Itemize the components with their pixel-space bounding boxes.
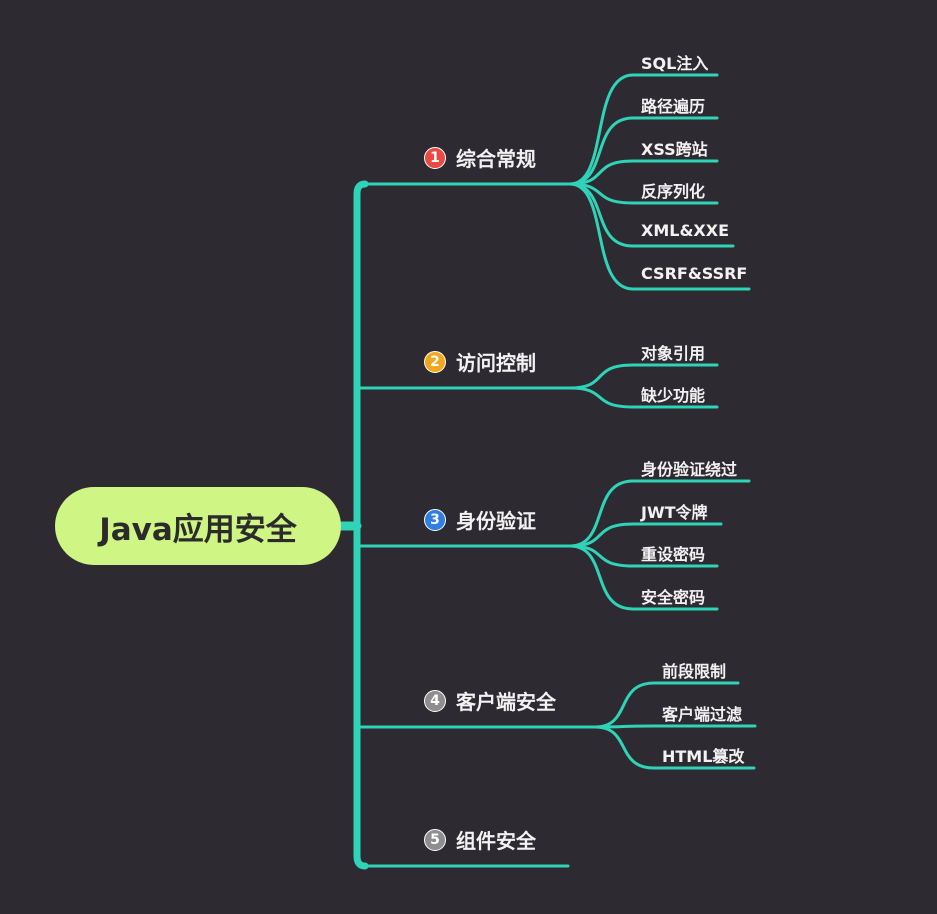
leaf-node: 缺少功能 — [641, 386, 706, 405]
number-badge-icon: 5 — [424, 828, 446, 851]
leaf-line-2-2 — [568, 386, 719, 409]
leaf-line-1-3 — [568, 159, 719, 186]
leaf-line-4-2 — [593, 724, 757, 729]
branch-label: 身份验证 — [456, 509, 536, 533]
leaf-node: 前段限制 — [662, 662, 727, 681]
leaf-line-1-2 — [568, 116, 719, 186]
branch-label: 访问控制 — [456, 351, 536, 375]
number-badge-icon: 3 — [424, 508, 446, 531]
leaf-line-3-1 — [568, 479, 751, 548]
leaf-node: SQL注入 — [641, 54, 709, 73]
leaf-node: 重设密码 — [641, 545, 706, 564]
leaf-line-2-1 — [568, 363, 719, 390]
leaf-line-4-1 — [593, 681, 740, 729]
leaf-node: JWT令牌 — [641, 503, 708, 522]
branch-label: 综合常规 — [456, 147, 536, 171]
root-node: Java应用安全 — [55, 487, 341, 565]
number-badge-icon: 2 — [424, 350, 446, 373]
leaf-line-3-2 — [568, 522, 723, 548]
leaf-node: 反序列化 — [641, 182, 706, 201]
number-badge-icon: 1 — [424, 146, 446, 169]
leaf-line-3-4 — [568, 544, 719, 611]
leaf-node: HTML篡改 — [662, 747, 745, 766]
leaf-line-1-1 — [568, 73, 719, 186]
branch-label: 组件安全 — [456, 829, 536, 853]
leaf-node: CSRF&SSRF — [641, 264, 748, 283]
branch-node-3: 3 身份验证 — [424, 505, 536, 534]
leaf-node: XSS跨站 — [641, 140, 708, 159]
number-badge-icon: 4 — [424, 689, 446, 712]
branch-node-1: 1 综合常规 — [424, 143, 536, 172]
leaf-node: 身份验证绕过 — [641, 460, 738, 479]
leaf-node: 路径遍历 — [641, 97, 706, 116]
branch-node-5: 5 组件安全 — [424, 825, 536, 854]
branch-label: 客户端安全 — [456, 690, 556, 714]
leaf-node: 客户端过滤 — [662, 705, 743, 724]
branch-node-2: 2 访问控制 — [424, 347, 536, 376]
leaf-node: 对象引用 — [641, 344, 706, 363]
leaf-line-4-3 — [593, 725, 756, 770]
branch-node-4: 4 客户端安全 — [424, 686, 556, 715]
leaf-line-1-6 — [568, 182, 751, 291]
leaf-node: 安全密码 — [641, 588, 706, 607]
leaf-node: XML&XXE — [641, 221, 730, 240]
